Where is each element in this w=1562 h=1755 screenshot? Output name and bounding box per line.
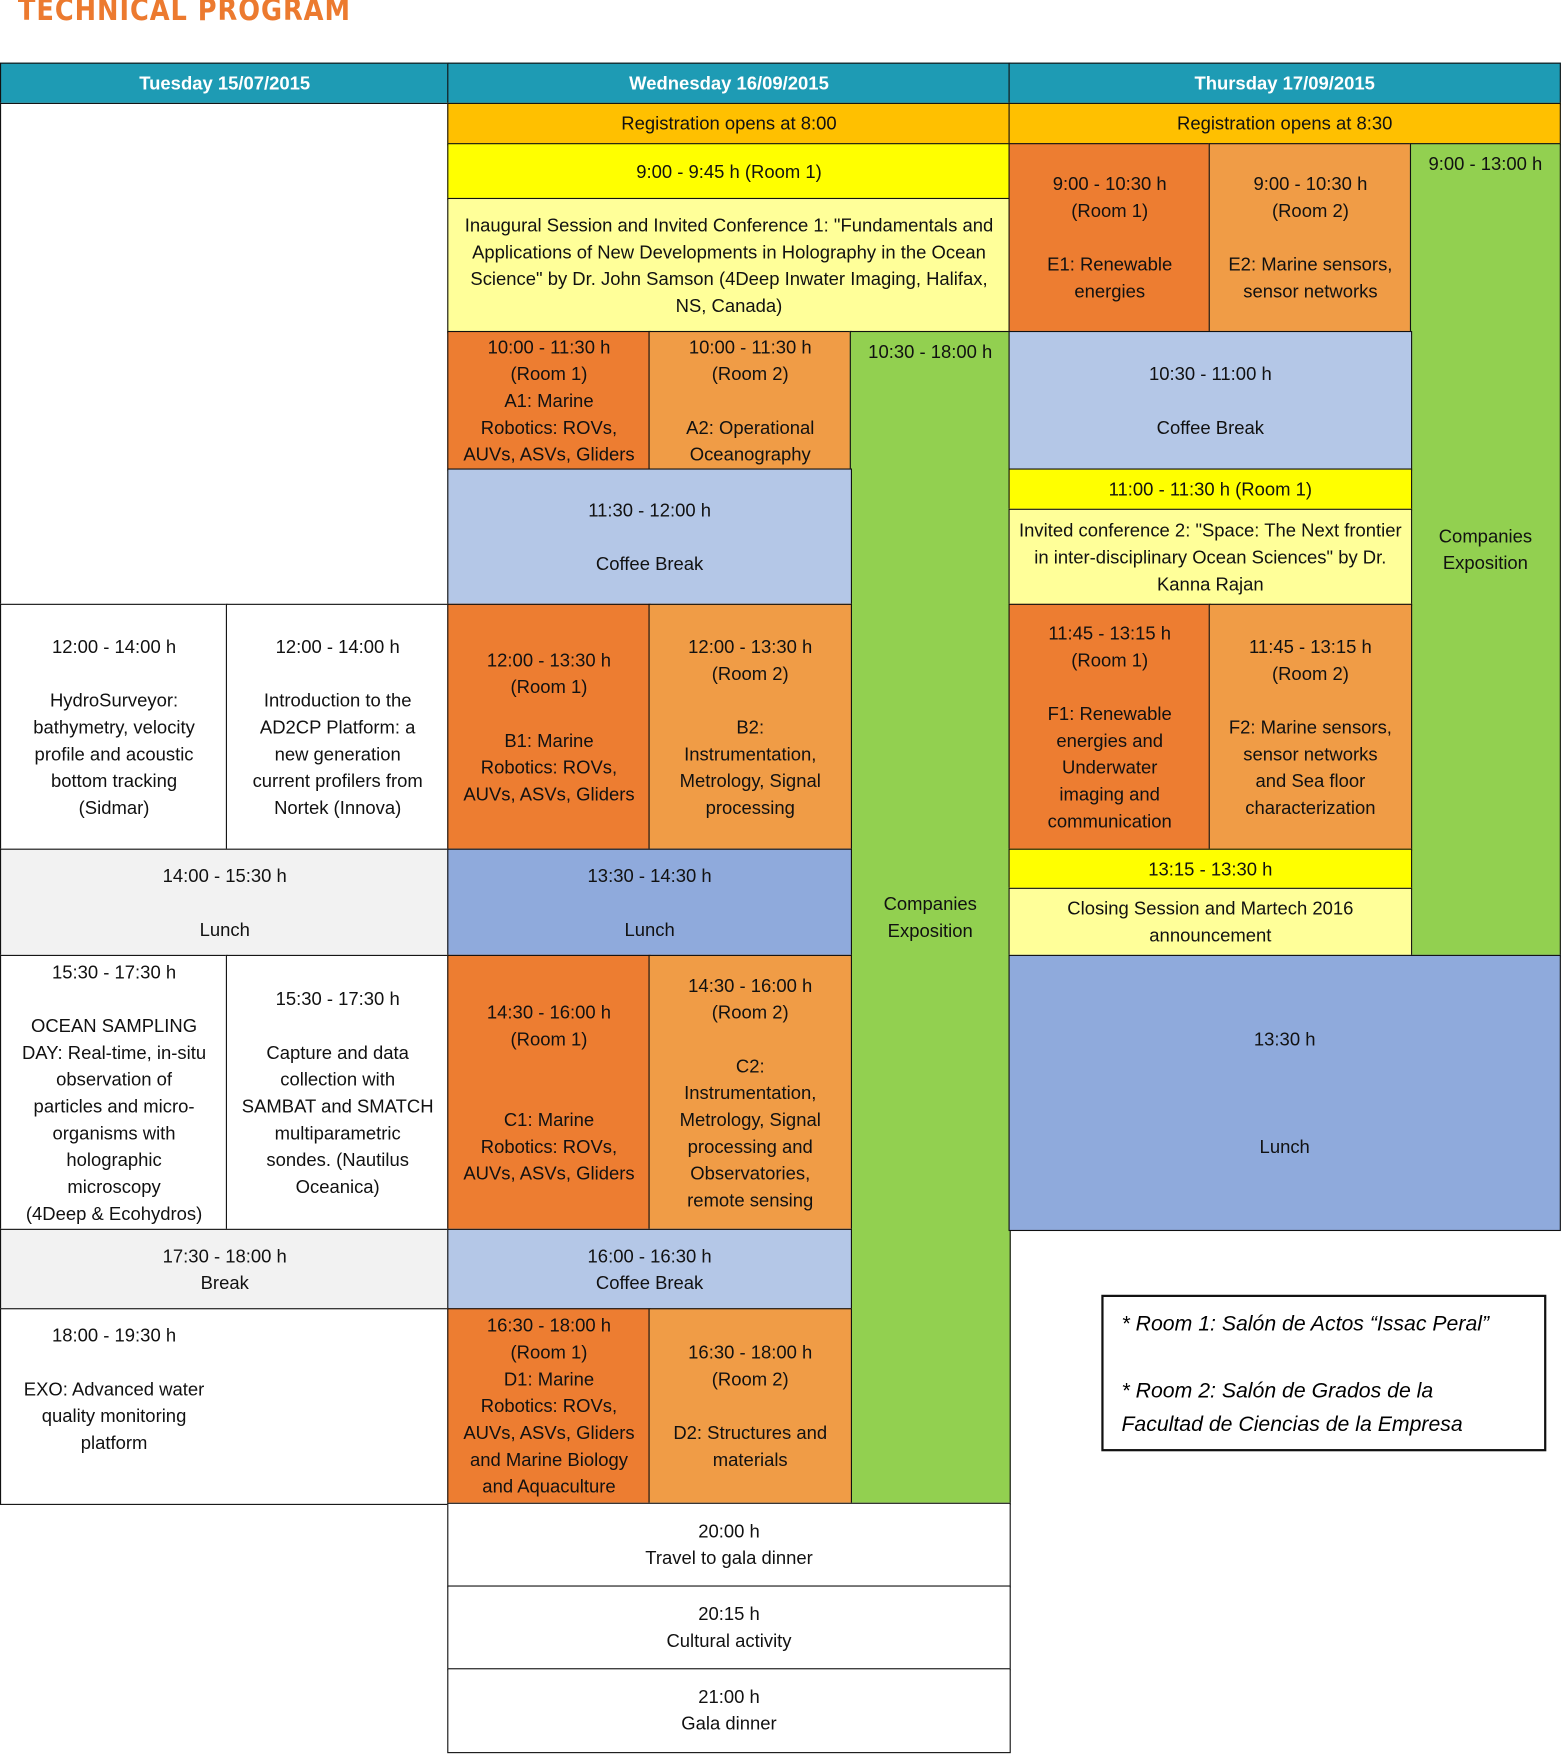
session-wed-coffee1: 11:30 - 12:00 h Coffee Break (447, 468, 852, 607)
session-text: 12:00 - 14:00 h HydroSurveyor: bathymetr… (33, 636, 195, 818)
session-text: Invited conference 2: "Space: The Next f… (1019, 520, 1402, 595)
session-wed-a1: 10:00 - 11:30 h (Room 1) A1: Marine Robo… (447, 330, 651, 471)
session-text: 13:15 - 13:30 h (1148, 859, 1273, 880)
session-tue-ocean: 15:30 - 17:30 h OCEAN SAMPLING DAY: Real… (0, 954, 229, 1232)
session-wed-d1: 16:30 - 18:00 h (Room 1) D1: Marine Robo… (447, 1308, 651, 1505)
session-text: 21:00 h Gala dinner (681, 1687, 777, 1735)
session-thu-inv-time: 11:00 - 11:30 h (Room 1) (1008, 468, 1413, 511)
session-tue-ad2cp: 12:00 - 14:00 h Introduction to the AD2C… (225, 603, 450, 851)
session-text: 14:30 - 16:00 h (Room 1) C1: Marine Robo… (463, 1002, 635, 1184)
session-text: Registration opens at 8:30 (1176, 114, 1393, 135)
session-text: 12:00 - 13:30 h (Room 1) B1: Marine Robo… (463, 650, 635, 805)
session-text: 18:00 - 19:30 h EXO: Advanced water qual… (23, 1326, 205, 1454)
session-time: 10:30 - 18:00 h (868, 342, 993, 363)
session-wed-expo: 10:30 - 18:00 h Companies Exposition (849, 330, 1011, 1505)
session-wed-b2: 12:00 - 13:30 h (Room 2) B2: Instrumenta… (648, 603, 852, 851)
session-thu-f1: 11:45 - 13:15 h (Room 1) F1: Renewable e… (1008, 603, 1211, 851)
session-text: 20:00 h Travel to gala dinner (645, 1521, 813, 1569)
session-text: 15:30 - 17:30 h Capture and data collect… (241, 988, 434, 1197)
session-wed-gala1: 20:00 h Travel to gala dinner (447, 1502, 1011, 1588)
session-time: 9:00 - 13:00 h (1428, 154, 1543, 175)
session-thu-e1: 9:00 - 10:30 h (Room 1) E1: Renewable en… (1008, 143, 1211, 334)
session-tue-break: 17:30 - 18:00 h Break (0, 1228, 450, 1311)
session-wed-lunch: 13:30 - 14:30 h Lunch (447, 848, 852, 958)
session-wed-reg: Registration opens at 8:00 (447, 102, 1011, 146)
session-text: Inaugural Session and Invited Conference… (464, 215, 994, 316)
session-text: 16:00 - 16:30 h Coffee Break (587, 1246, 712, 1294)
room-legend: * Room 1: Salón de Actos “Issac Peral” *… (1101, 1294, 1547, 1452)
session-text: 10:00 - 11:30 h (Room 2) A2: Operational… (686, 337, 815, 465)
session-text: Wednesday 16/09/2015 (629, 73, 829, 94)
session-text: 11:30 - 12:00 h Coffee Break (588, 500, 711, 575)
session-text: 12:00 - 14:00 h Introduction to the AD2C… (252, 636, 423, 818)
session-text: 11:00 - 11:30 h (Room 1) (1108, 479, 1313, 500)
session-text: 16:30 - 18:00 h (Room 2) D2: Structures … (673, 1342, 828, 1471)
session-tue-hydro: 12:00 - 14:00 h HydroSurveyor: bathymetr… (0, 603, 229, 851)
session-text: 13:30 - 14:30 h Lunch (587, 865, 712, 940)
session-thu-close-time: 13:15 - 13:30 h (1008, 848, 1413, 891)
session-wed-inaug-time: 9:00 - 9:45 h (Room 1) (447, 143, 1011, 201)
session-wed-b1: 12:00 - 13:30 h (Room 1) B1: Marine Robo… (447, 603, 651, 851)
session-text: 9:00 - 9:45 h (Room 1) (636, 161, 822, 182)
session-text: 13:30 h Lunch (1253, 1029, 1316, 1157)
session-wed-coffee2: 16:00 - 16:30 h Coffee Break (447, 1228, 852, 1311)
session-thu-reg: Registration opens at 8:30 (1008, 102, 1561, 146)
session-text: 9:00 - 10:30 h (Room 2) E2: Marine senso… (1228, 174, 1393, 302)
session-text: Thursday 17/09/2015 (1194, 73, 1375, 94)
session-text: 11:45 - 13:15 h (Room 1) F1: Renewable e… (1047, 623, 1172, 832)
session-tue-empty (0, 102, 450, 607)
day-header-thu: Thursday 17/09/2015 (1008, 62, 1561, 106)
session-text: Closing Session and Martech 2016 announc… (1067, 898, 1354, 946)
session-wed-c2: 14:30 - 16:00 h (Room 2) C2: Instrumenta… (648, 954, 852, 1232)
session-text: 16:30 - 18:00 h (Room 1) D1: Marine Robo… (463, 1316, 635, 1498)
session-thu-e2: 9:00 - 10:30 h (Room 2) E2: Marine senso… (1208, 143, 1413, 334)
day-header-tue: Tuesday 15/07/2015 (0, 62, 450, 106)
session-thu-close: Closing Session and Martech 2016 announc… (1008, 887, 1413, 958)
session-wed-inaug: Inaugural Session and Invited Conference… (447, 197, 1011, 334)
day-header-wed: Wednesday 16/09/2015 (447, 62, 1011, 106)
session-text: 15:30 - 17:30 h OCEAN SAMPLING DAY: Real… (21, 962, 207, 1224)
session-text: 14:30 - 16:00 h (Room 2) C2: Instrumenta… (679, 975, 821, 1211)
session-tue-exo: 18:00 - 19:30 h EXO: Advanced water qual… (0, 1308, 450, 1505)
page-title: TECHNICAL PROGRAM (17, 0, 351, 28)
session-text: Companies Exposition (1438, 526, 1533, 574)
session-wed-gala3: 21:00 h Gala dinner (447, 1668, 1011, 1754)
session-tue-lunch: 14:00 - 15:30 h Lunch (0, 848, 450, 958)
session-text: 11:45 - 13:15 h (Room 2) F2: Marine sens… (1228, 636, 1392, 818)
session-text: 9:00 - 10:30 h (Room 1) E1: Renewable en… (1047, 174, 1173, 302)
session-thu-inv: Invited conference 2: "Space: The Next f… (1008, 508, 1413, 607)
session-thu-expo: 9:00 - 13:00 h Companies Exposition (1409, 143, 1561, 958)
session-thu-coffee1: 10:30 - 11:00 h Coffee Break (1008, 330, 1413, 471)
session-text: 20:15 h Cultural activity (666, 1604, 792, 1652)
session-text: 14:00 - 15:30 h Lunch (162, 865, 287, 940)
session-thu-lunch: 13:30 h Lunch (1008, 954, 1561, 1232)
session-text: Companies Exposition (883, 894, 977, 942)
session-text: 10:00 - 11:30 h (Room 1) A1: Marine Robo… (463, 337, 635, 465)
session-text: Tuesday 15/07/2015 (139, 73, 311, 94)
session-tue-sambat: 15:30 - 17:30 h Capture and data collect… (225, 954, 450, 1232)
session-text: 10:30 - 11:00 h Coffee Break (1148, 363, 1272, 438)
session-thu-f2: 11:45 - 13:15 h (Room 2) F2: Marine sens… (1208, 603, 1413, 851)
session-text: Registration opens at 8:00 (621, 114, 837, 135)
session-wed-a2: 10:00 - 11:30 h (Room 2) A2: Operational… (648, 330, 852, 471)
session-wed-d2: 16:30 - 18:00 h (Room 2) D2: Structures … (648, 1308, 852, 1505)
session-text: 17:30 - 18:00 h Break (162, 1246, 287, 1294)
session-wed-c1: 14:30 - 16:00 h (Room 1) C1: Marine Robo… (447, 954, 651, 1232)
session-text: 12:00 - 13:30 h (Room 2) B2: Instrumenta… (679, 636, 821, 818)
session-wed-gala2: 20:15 h Cultural activity (447, 1585, 1011, 1671)
